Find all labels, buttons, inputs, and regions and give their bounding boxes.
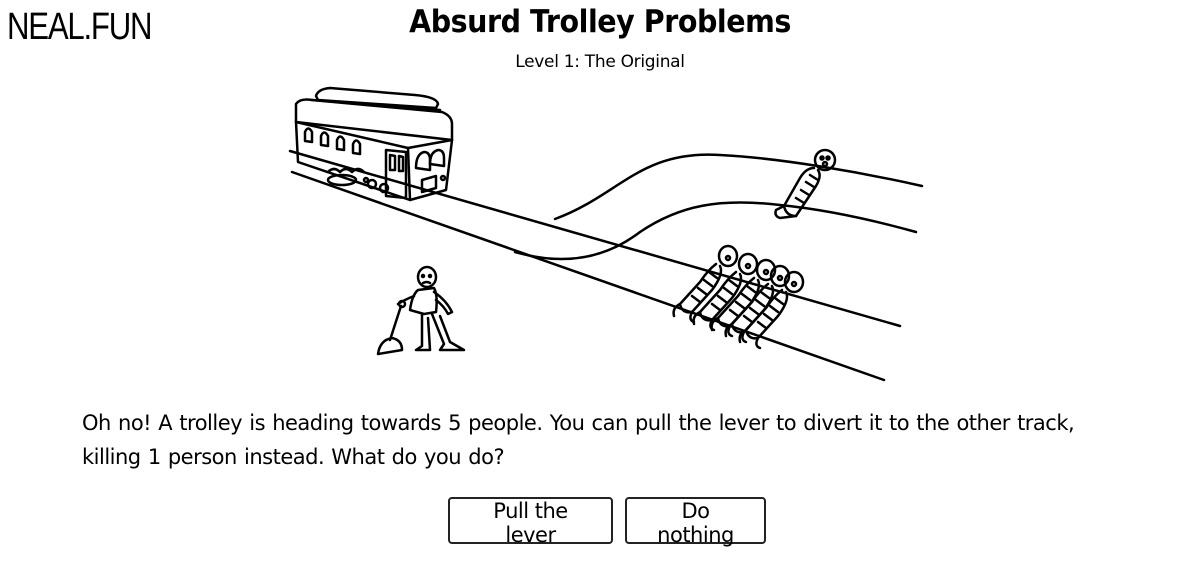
choice-buttons: Pull the lever Do nothing [448, 497, 766, 547]
site-logo[interactable]: NEAL.FUN [7, 6, 152, 48]
trolley-icon [294, 86, 454, 202]
tied-person-icon-group [672, 244, 805, 350]
page-title: Absurd Trolley Problems [409, 4, 791, 40]
track-lines [288, 149, 924, 382]
lever-icon [376, 299, 407, 356]
question-text: Oh no! A trolley is heading towards 5 pe… [82, 411, 1075, 469]
level-label: Level 1: The Original [515, 52, 685, 72]
do-nothing-button[interactable]: Do nothing [625, 497, 766, 547]
pull-lever-button[interactable]: Pull the lever [448, 497, 613, 547]
trolley-scene [288, 86, 924, 382]
lever-person-icon [396, 265, 466, 352]
tied-person-icon [774, 148, 837, 220]
